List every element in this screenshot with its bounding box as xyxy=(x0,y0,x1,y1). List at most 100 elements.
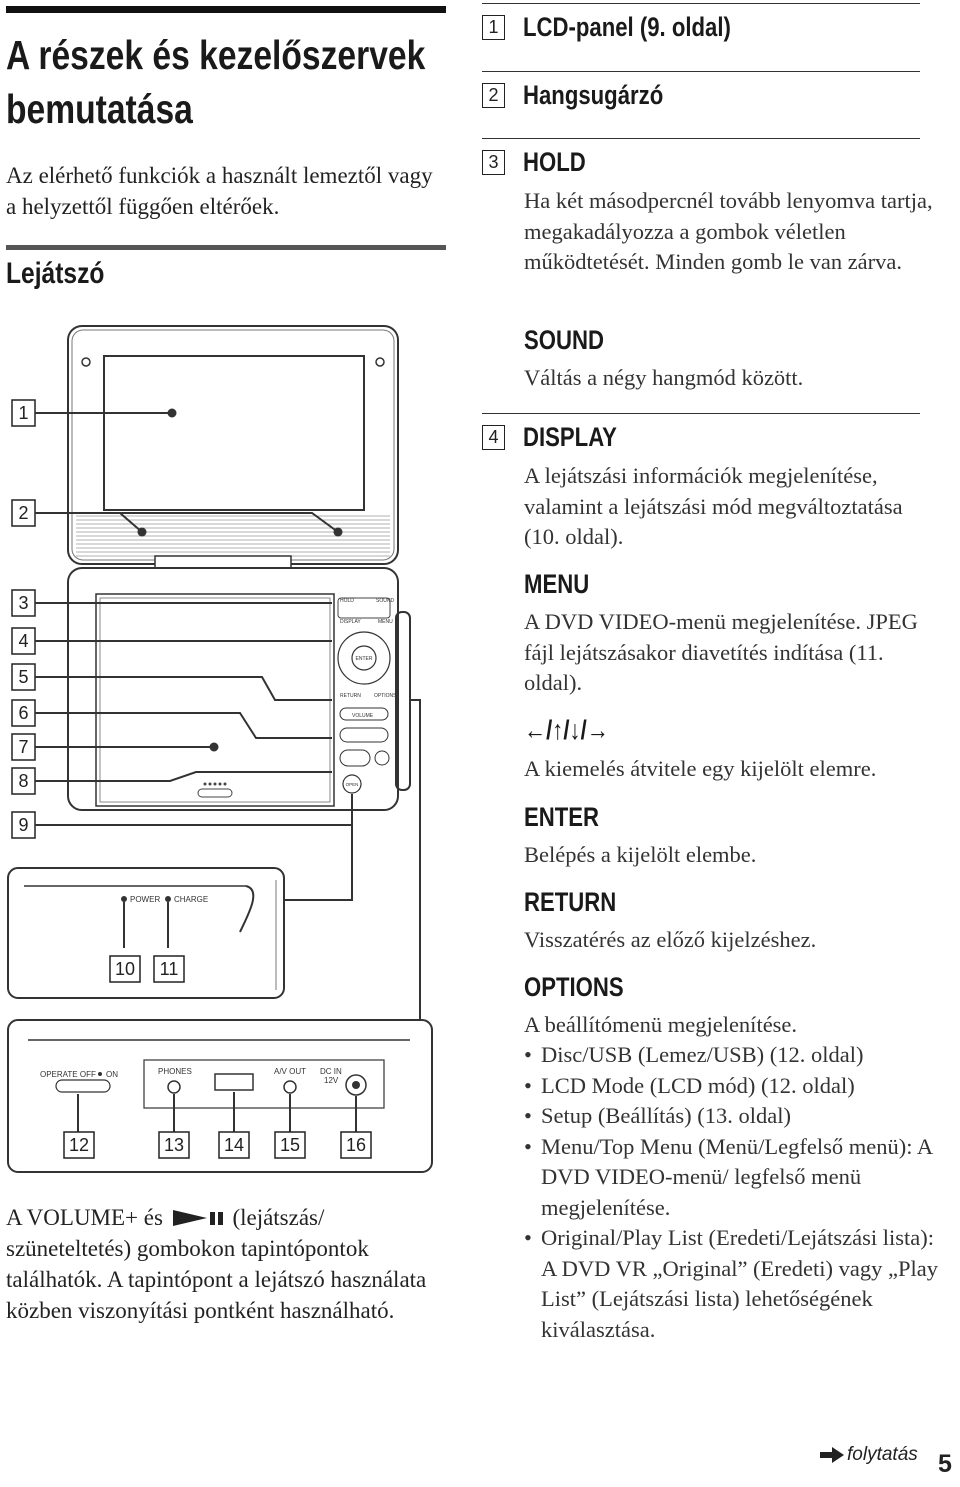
entry-3-number: 3 xyxy=(482,149,505,175)
enter-heading: ENTER xyxy=(524,802,600,832)
options-description: A beállítómenü megjelenítése. xyxy=(524,1012,798,1037)
options-list-item: Original/Play List (Eredeti/Lejátszási l… xyxy=(524,1223,944,1345)
entry-1-number: 1 xyxy=(482,14,505,40)
entry-1: 1 LCD-panel (9. oldal) xyxy=(482,10,777,44)
entry-2-rule xyxy=(482,71,920,72)
arrow-keys-description: A kiemelés átvitele egy kijelölt elemre. xyxy=(524,756,877,781)
options-list-item: Setup (Beállítás) (13. oldal) xyxy=(524,1101,944,1132)
callout-10: 10 xyxy=(109,955,141,983)
svg-text:MENU: MENU xyxy=(378,619,393,625)
svg-text:7: 7 xyxy=(18,737,28,757)
svg-text:PHONES: PHONES xyxy=(158,1067,192,1076)
svg-text:4: 4 xyxy=(18,631,28,651)
entry-2-number: 2 xyxy=(482,82,505,108)
svg-text:OPTIONS: OPTIONS xyxy=(374,693,397,699)
title-rule xyxy=(6,6,446,13)
callout-7: 7 xyxy=(11,733,36,761)
callout-9: 9 xyxy=(11,811,36,839)
callout-4: 4 xyxy=(11,627,36,655)
enter-description: Belépés a kijelölt elembe. xyxy=(524,842,757,867)
svg-text:CHARGE: CHARGE xyxy=(174,895,208,904)
sound-heading: SOUND xyxy=(524,325,604,355)
entry-4-rule xyxy=(482,413,920,414)
menu-heading: MENU xyxy=(524,569,590,599)
svg-text:RETURN: RETURN xyxy=(340,693,361,699)
callout-2: 2 xyxy=(11,499,36,527)
svg-text:VOLUME: VOLUME xyxy=(352,713,374,719)
callout-14: 14 xyxy=(218,1131,250,1159)
callout-12: 12 xyxy=(63,1131,95,1159)
entry-1-rule xyxy=(482,3,920,4)
intro-text: Az elérhető funkciók a használt lemeztől… xyxy=(6,163,433,219)
callout-3: 3 xyxy=(11,589,36,617)
hold-description: Ha két másodpercnél tovább lenyomva tart… xyxy=(524,188,933,274)
callout-11: 11 xyxy=(153,955,185,983)
svg-text:8: 8 xyxy=(18,771,28,791)
svg-text:13: 13 xyxy=(164,1135,184,1155)
callout-8: 8 xyxy=(11,767,36,795)
tactile-note-part1: A VOLUME+ és xyxy=(6,1205,163,1230)
svg-text:9: 9 xyxy=(18,815,28,835)
svg-text:1: 1 xyxy=(18,403,28,423)
svg-text:2: 2 xyxy=(18,503,28,523)
entry-2-title: Hangsugárzó xyxy=(523,80,664,110)
options-list-item: Menu/Top Menu (Menü/Legfelső menü): A DV… xyxy=(524,1132,944,1224)
svg-text:ENTER: ENTER xyxy=(356,656,373,662)
options-list: Disc/USB (Lemez/USB) (12. oldal) LCD Mod… xyxy=(524,1040,944,1345)
tactile-note: A VOLUME+ és (lejátszás/ szüneteltetés) … xyxy=(6,1202,446,1326)
svg-text:A/V OUT: A/V OUT xyxy=(274,1067,306,1076)
options-list-item: Disc/USB (Lemez/USB) (12. oldal) xyxy=(524,1040,944,1071)
options-list-item: LCD Mode (LCD mód) (12. oldal) xyxy=(524,1071,944,1102)
section-title: Lejátszó xyxy=(6,257,105,290)
svg-text:12V: 12V xyxy=(324,1076,339,1085)
arrow-keys-heading: ←/↑/↓/→ xyxy=(524,715,609,745)
entry-4-title: DISPLAY xyxy=(523,422,617,452)
svg-text:DISPLAY: DISPLAY xyxy=(340,619,361,625)
svg-text:OPEN: OPEN xyxy=(346,782,359,787)
callout-5: 5 xyxy=(11,663,36,691)
callout-1: 1 xyxy=(11,399,36,427)
svg-text:12: 12 xyxy=(69,1135,89,1155)
sound-description: Váltás a négy hangmód között. xyxy=(524,365,804,390)
menu-description: A DVD VIDEO-menü megjelenítése. JPEG fáj… xyxy=(524,609,918,695)
callout-16: 16 xyxy=(340,1131,372,1159)
svg-text:SOUND: SOUND xyxy=(376,598,394,604)
svg-text:OPERATE OFF: OPERATE OFF xyxy=(40,1070,96,1079)
svg-text:15: 15 xyxy=(280,1135,300,1155)
svg-text:3: 3 xyxy=(18,593,28,613)
return-heading: RETURN xyxy=(524,887,617,917)
entry-2: 2 Hangsugárzó xyxy=(482,78,694,112)
entry-1-title: LCD-panel (9. oldal) xyxy=(523,12,731,42)
lcd-screen xyxy=(103,355,365,511)
entry-3-rule xyxy=(482,138,920,139)
svg-text:11: 11 xyxy=(160,959,179,979)
entry-4-number: 4 xyxy=(482,424,505,450)
entry-4: 4 DISPLAY xyxy=(482,420,638,454)
play-pause-icon xyxy=(172,1210,223,1226)
callout-13: 13 xyxy=(158,1131,190,1159)
svg-text:POWER: POWER xyxy=(130,895,160,904)
continue-indicator: folytatás xyxy=(820,1444,918,1466)
svg-text:14: 14 xyxy=(224,1135,244,1155)
page-title: A részek és kezelőszervek bemutatása xyxy=(6,32,426,132)
svg-text:6: 6 xyxy=(18,703,28,723)
control-panel: HOLD SOUND DISPLAY MENU ENTER RETURN OPT… xyxy=(337,597,397,794)
page-number: 5 xyxy=(938,1450,952,1478)
callout-15: 15 xyxy=(274,1131,306,1159)
section-rule xyxy=(6,245,446,250)
continue-label: folytatás xyxy=(847,1444,918,1465)
entry-3: 3 HOLD xyxy=(482,145,600,179)
svg-text:5: 5 xyxy=(18,667,28,687)
player-diagram: 1 2 3 4 5 6 7 8 9 HOLD SOUND DISPLAY MEN… xyxy=(7,325,433,1173)
arrow-right-icon xyxy=(820,1447,844,1463)
return-description: Visszatérés az előző kijelzéshez. xyxy=(524,927,817,952)
options-heading: OPTIONS xyxy=(524,972,624,1002)
svg-text:DC IN: DC IN xyxy=(320,1067,342,1076)
tactile-note-part2: (lejátszás/ szüneteltetés) gombokon tapi… xyxy=(6,1205,427,1323)
svg-text:ON: ON xyxy=(106,1070,118,1079)
player-base xyxy=(67,567,399,811)
svg-text:16: 16 xyxy=(346,1135,366,1155)
svg-text:10: 10 xyxy=(115,959,135,979)
entry-3-title: HOLD xyxy=(523,147,586,177)
display-description: A lejátszási információk megjelenítése, … xyxy=(524,463,903,549)
